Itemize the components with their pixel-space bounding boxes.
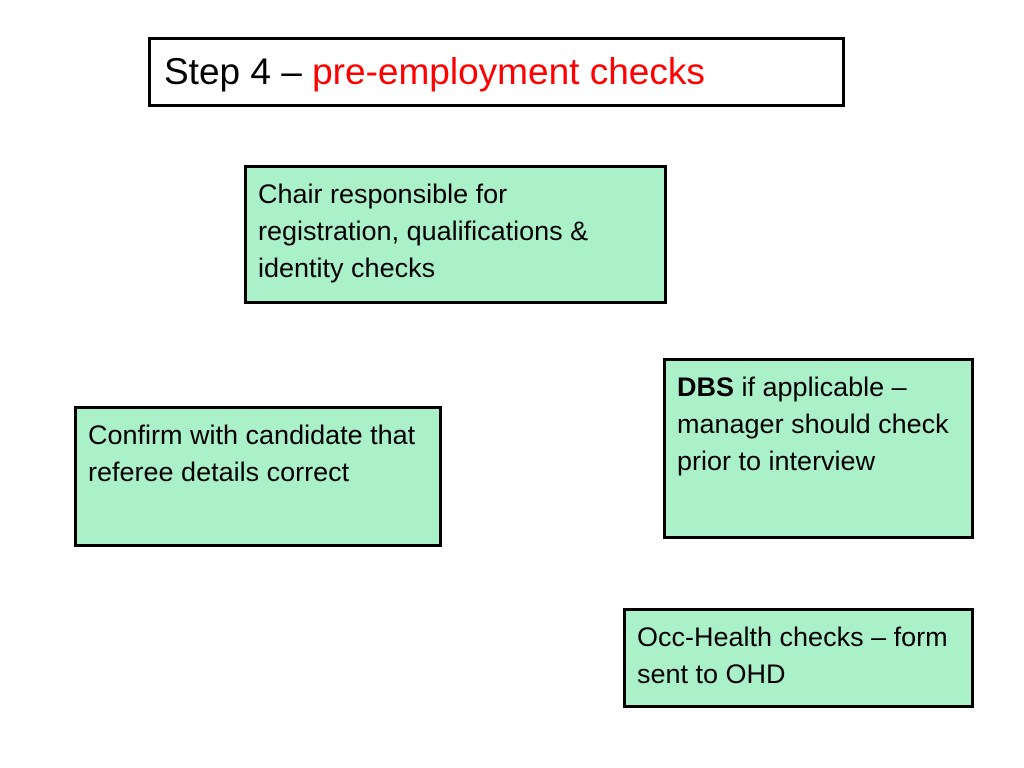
chair-checks-box: Chair responsible for registration, qual… bbox=[244, 165, 667, 304]
slide-title: Step 4 – pre-employment checks bbox=[148, 37, 845, 107]
referee-details-box: Confirm with candidate that referee deta… bbox=[74, 406, 442, 547]
occ-health-box: Occ-Health checks – form sent to OHD bbox=[623, 608, 974, 708]
dbs-text: if applicable – manager should check pri… bbox=[677, 372, 957, 476]
title-prefix: Step 4 – bbox=[164, 51, 313, 92]
dbs-label: DBS bbox=[677, 372, 735, 402]
title-highlight: pre-employment checks bbox=[312, 51, 705, 92]
dbs-check-box: DBS if applicable – manager should check… bbox=[663, 358, 974, 539]
chair-checks-text: Chair responsible for registration, qual… bbox=[258, 179, 589, 283]
referee-details-text: Confirm with candidate that referee deta… bbox=[88, 420, 416, 487]
occ-health-text: Occ-Health checks – form sent to OHD bbox=[637, 622, 948, 689]
